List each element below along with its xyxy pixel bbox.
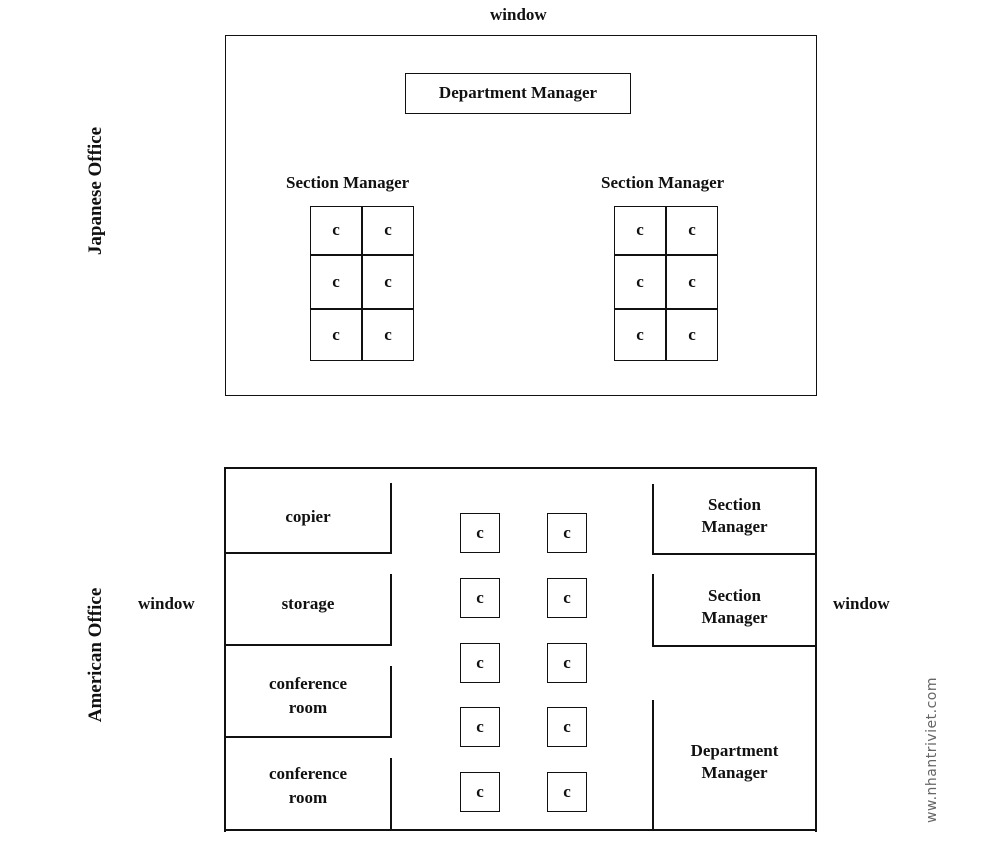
japanese-office-room bbox=[225, 35, 817, 396]
american-office-label-wrap: American Office bbox=[0, 588, 196, 723]
section-manager-2-bottom bbox=[652, 645, 817, 647]
top-window-label: window bbox=[490, 5, 547, 24]
jp-desk: c bbox=[384, 271, 392, 291]
am-desk: c bbox=[547, 513, 587, 553]
conference-room-2-label: conference room bbox=[268, 764, 348, 808]
section-manager-2-label: Section Manager bbox=[701, 586, 768, 628]
jp-desk: c bbox=[636, 220, 644, 239]
department-manager-label: Department Manager bbox=[690, 741, 779, 783]
am-room-right-wall bbox=[815, 467, 817, 832]
section-manager-1-label: Section Manager bbox=[701, 495, 768, 537]
watermark-wrap: ww.nhantriviet.com bbox=[832, 677, 1008, 823]
japanese-office-label: Japanese Office bbox=[85, 126, 106, 256]
jp-desk: c bbox=[332, 325, 340, 344]
copier-room-bottom bbox=[224, 552, 392, 554]
section-manager-1-wall bbox=[652, 484, 654, 554]
am-window-right-label: window bbox=[833, 594, 890, 613]
storage-room-wall bbox=[390, 574, 392, 645]
am-room-bottom-wall bbox=[224, 829, 817, 831]
section-manager-1-bottom bbox=[652, 553, 817, 555]
conference-room-2-wall bbox=[390, 758, 392, 831]
jp-section-manager-left-label: Section Manager bbox=[286, 173, 410, 192]
am-desk: c bbox=[547, 707, 587, 747]
am-desk: c bbox=[460, 578, 500, 618]
copier-room-wall bbox=[390, 483, 392, 553]
watermark-text: ww.nhantriviet.com bbox=[924, 676, 940, 824]
am-window-left-label: window bbox=[138, 594, 195, 613]
jp-desk: c bbox=[688, 271, 696, 291]
jp-desk: c bbox=[332, 220, 340, 239]
american-office-label: American Office bbox=[85, 587, 106, 723]
jp-desk: c bbox=[688, 220, 696, 239]
am-room-top-wall bbox=[224, 467, 817, 469]
conference-room-1-bottom bbox=[224, 736, 392, 738]
jp-section-manager-right-label: Section Manager bbox=[601, 173, 725, 192]
jp-desk: c bbox=[636, 325, 644, 344]
copier-room-label: copier bbox=[285, 507, 331, 526]
department-manager-wall bbox=[652, 700, 654, 831]
am-room-left-wall bbox=[224, 467, 226, 832]
am-desk: c bbox=[547, 643, 587, 683]
am-desk: c bbox=[460, 643, 500, 683]
jp-desk-cluster-left: c c c c c c bbox=[310, 206, 414, 361]
am-desk: c bbox=[547, 772, 587, 812]
japanese-office-label-wrap: Japanese Office bbox=[0, 127, 196, 255]
conference-room-1-wall bbox=[390, 666, 392, 737]
jp-desk: c bbox=[688, 325, 696, 344]
conference-room-1-label: conference room bbox=[268, 674, 348, 718]
jp-desk: c bbox=[636, 271, 644, 291]
am-desk: c bbox=[460, 772, 500, 812]
jp-desk: c bbox=[384, 325, 392, 344]
jp-desk: c bbox=[384, 220, 392, 239]
section-manager-2-wall bbox=[652, 574, 654, 646]
am-desk: c bbox=[460, 513, 500, 553]
jp-department-manager-box: Department Manager bbox=[405, 73, 631, 114]
storage-room-bottom bbox=[224, 644, 392, 646]
am-desk: c bbox=[460, 707, 500, 747]
jp-desk-cluster-right: c c c c c c bbox=[614, 206, 718, 361]
jp-desk: c bbox=[332, 271, 340, 291]
am-desk: c bbox=[547, 578, 587, 618]
storage-room-label: storage bbox=[281, 594, 335, 613]
